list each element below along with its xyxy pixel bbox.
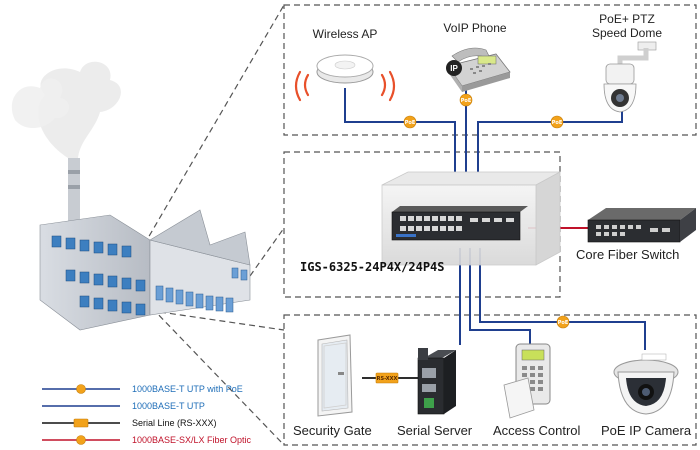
- legend-item-fiber: 1000BASE-SX/LX Fiber Optic: [132, 435, 252, 445]
- core-fiber-switch-icon: [587, 208, 696, 243]
- wireless-ap-icon: [294, 54, 396, 102]
- switch-model-label: IGS-6325-24P4X/24P4S: [300, 260, 445, 274]
- security-gate-icon: [317, 334, 353, 417]
- voip-phone-label: VoIP Phone: [443, 21, 507, 35]
- ptz-label-line1: PoE+ PTZ: [599, 12, 655, 26]
- zoom-lines: [133, 4, 285, 446]
- serial-server-icon: [417, 348, 456, 415]
- legend-item-utp-poe: 1000BASE-T UTP with PoE: [132, 384, 243, 394]
- access-control-label: Access Control: [493, 423, 581, 438]
- wireless-ap-label: Wireless AP: [312, 27, 378, 41]
- zone-top-devices: [283, 4, 697, 136]
- security-gate-label: Security Gate: [293, 423, 372, 438]
- ptz-dome-icon: [603, 41, 657, 113]
- poe-badge-label: PoE: [552, 120, 563, 126]
- poe-badge-label: PoE: [558, 320, 569, 326]
- factory-illustration: [11, 61, 251, 331]
- poe-badge-label: PoE: [405, 120, 416, 126]
- poe-badge-label: PoE: [461, 98, 472, 104]
- ptz-label-line2: Speed Dome: [591, 26, 663, 40]
- core-fiber-switch-label: Core Fiber Switch: [576, 247, 680, 262]
- zone-bottom-devices: [283, 314, 697, 446]
- rs-badge-label: RS-XXX: [377, 376, 398, 382]
- poe-ip-camera-label: PoE IP Camera: [601, 423, 692, 438]
- serial-server-label: Serial Server: [397, 423, 473, 438]
- poe-ip-camera-icon: [613, 353, 679, 415]
- ip-badge: IP: [450, 64, 458, 73]
- legend-lines: [42, 384, 120, 445]
- voip-phone-icon: IP: [446, 47, 511, 92]
- rs-badge: [375, 372, 399, 384]
- poe-badges: PoE PoE PoE PoE: [403, 93, 570, 329]
- legend-item-utp: 1000BASE-T UTP: [132, 401, 205, 411]
- legend-item-serial: Serial Line (RS-XXX): [132, 418, 217, 428]
- access-control-icon: [503, 343, 551, 419]
- igs-switch-icon: [391, 206, 528, 241]
